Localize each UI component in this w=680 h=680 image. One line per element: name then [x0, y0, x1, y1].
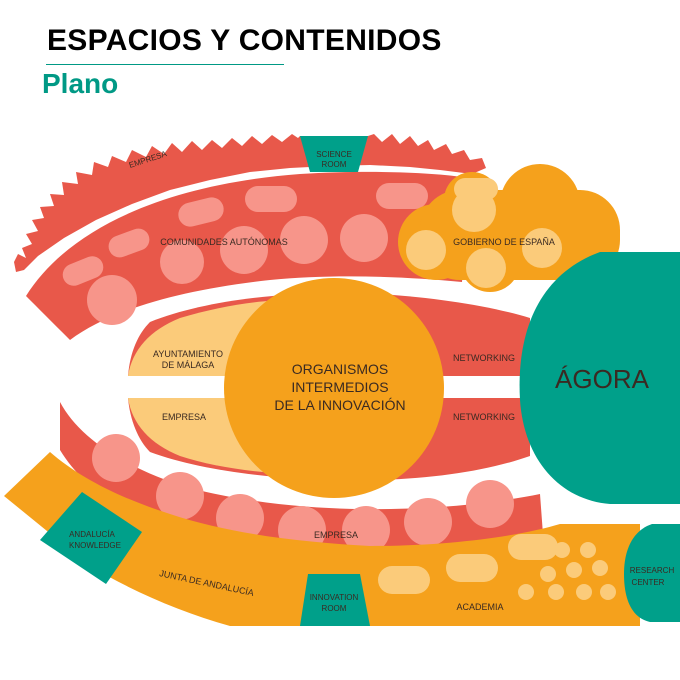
page-subtitle: Plano — [42, 68, 119, 99]
zone-label-research-1: RESEARCH — [630, 566, 675, 575]
academia-band — [370, 524, 640, 626]
seat-pill — [378, 566, 430, 594]
seat-dot — [580, 542, 596, 558]
seat-circle — [156, 472, 204, 520]
seat-pill — [376, 183, 428, 209]
zone-label-agora: ÁGORA — [555, 364, 650, 394]
academia-seats — [378, 534, 616, 600]
seat-circle — [280, 216, 328, 264]
zone-label-empresa-bottom: EMPRESA — [314, 530, 358, 540]
seat-circle — [340, 214, 388, 262]
seat-circle — [466, 248, 506, 288]
seat-circle — [406, 230, 446, 270]
zone-science-room[interactable]: SCIENCE ROOM — [300, 136, 368, 172]
seat-circle — [522, 228, 562, 268]
zone-label-ayuntamiento-1: AYUNTAMIENTO — [153, 349, 223, 359]
seat-pill — [245, 186, 297, 212]
seat-dot — [540, 566, 556, 582]
zone-academia[interactable]: ACADEMIA — [370, 524, 640, 626]
comunidades-seats — [62, 183, 428, 325]
seat-pill — [62, 256, 104, 286]
zone-research-center[interactable]: RESEARCH CENTER — [624, 524, 680, 622]
zone-label-science-room-1: SCIENCE — [316, 150, 352, 159]
zone-empresa-top[interactable]: EMPRESA — [14, 134, 486, 272]
zone-label-gobierno: GOBIERNO DE ESPAÑA — [453, 237, 555, 247]
zone-innovation-room[interactable]: INNOVATION ROOM — [300, 574, 370, 626]
organismos-circle — [224, 278, 444, 498]
zone-label-empresa-left: EMPRESA — [162, 412, 206, 422]
zone-label-networking-bottom: NETWORKING — [453, 412, 515, 422]
agora-block — [519, 252, 680, 504]
seat-circle — [92, 434, 140, 482]
zone-label-organismos-2: INTERMEDIOS — [291, 379, 388, 395]
seat-pill — [454, 178, 498, 200]
seat-circle — [160, 240, 204, 284]
zone-label-comunidades: COMUNIDADES AUTÓNOMAS — [160, 237, 288, 247]
page-title: ESPACIOS Y CONTENIDOS — [47, 24, 442, 57]
title-underline — [46, 64, 284, 65]
seat-pill — [446, 554, 498, 582]
research-center-block — [624, 524, 680, 622]
zone-label-networking-top: NETWORKING — [453, 353, 515, 363]
seat-dot — [548, 584, 564, 600]
zone-label-organismos-1: ORGANISMOS — [292, 361, 388, 377]
seat-dot — [576, 584, 592, 600]
zone-label-academia: ACADEMIA — [456, 602, 503, 612]
seat-dot — [600, 584, 616, 600]
science-room-block — [300, 136, 368, 172]
innovation-room-block — [300, 574, 370, 626]
andalucia-block — [40, 492, 142, 584]
seat-dot — [518, 584, 534, 600]
zone-label-organismos-3: DE LA INNOVACIÓN — [274, 397, 405, 413]
zone-label-research-2: CENTER — [632, 578, 665, 587]
seat-dot — [554, 542, 570, 558]
zone-label-innovation-2: ROOM — [322, 604, 347, 613]
zone-label-innovation-1: INNOVATION — [310, 593, 359, 602]
zone-label-andalucia-1: ANDALUCÍA — [69, 530, 115, 539]
zone-organismos-intermedios[interactable]: ORGANISMOS INTERMEDIOS DE LA INNOVACIÓN — [224, 278, 444, 498]
zone-label-ayuntamiento-2: DE MÁLAGA — [162, 360, 215, 370]
zone-gobierno-espana[interactable]: GOBIERNO DE ESPAÑA — [398, 164, 620, 292]
seat-circle — [220, 226, 268, 274]
zone-label-andalucia-2: KNOWLEDGE — [69, 541, 121, 550]
seat-pill — [508, 534, 558, 560]
zone-agora[interactable]: ÁGORA — [519, 252, 680, 504]
seat-circle — [404, 498, 452, 546]
gobierno-seats — [406, 178, 562, 288]
zone-comunidades-autonomas[interactable]: COMUNIDADES AUTÓNOMAS — [26, 171, 470, 340]
seat-circle — [342, 506, 390, 554]
sawtooth-band — [14, 134, 486, 272]
seat-dot — [592, 560, 608, 576]
junta-band — [4, 452, 370, 626]
seat-pill — [108, 228, 150, 258]
zone-andalucia-knowledge[interactable]: ANDALUCÍA KNOWLEDGE — [40, 492, 142, 584]
seat-circle — [87, 275, 137, 325]
zone-junta-andalucia[interactable]: JUNTA DE ANDALUCÍA — [4, 452, 370, 626]
seat-dot — [566, 562, 582, 578]
seat-pill — [178, 197, 224, 227]
seat-circle — [466, 480, 514, 528]
zone-label-science-room-2: ROOM — [322, 160, 347, 169]
